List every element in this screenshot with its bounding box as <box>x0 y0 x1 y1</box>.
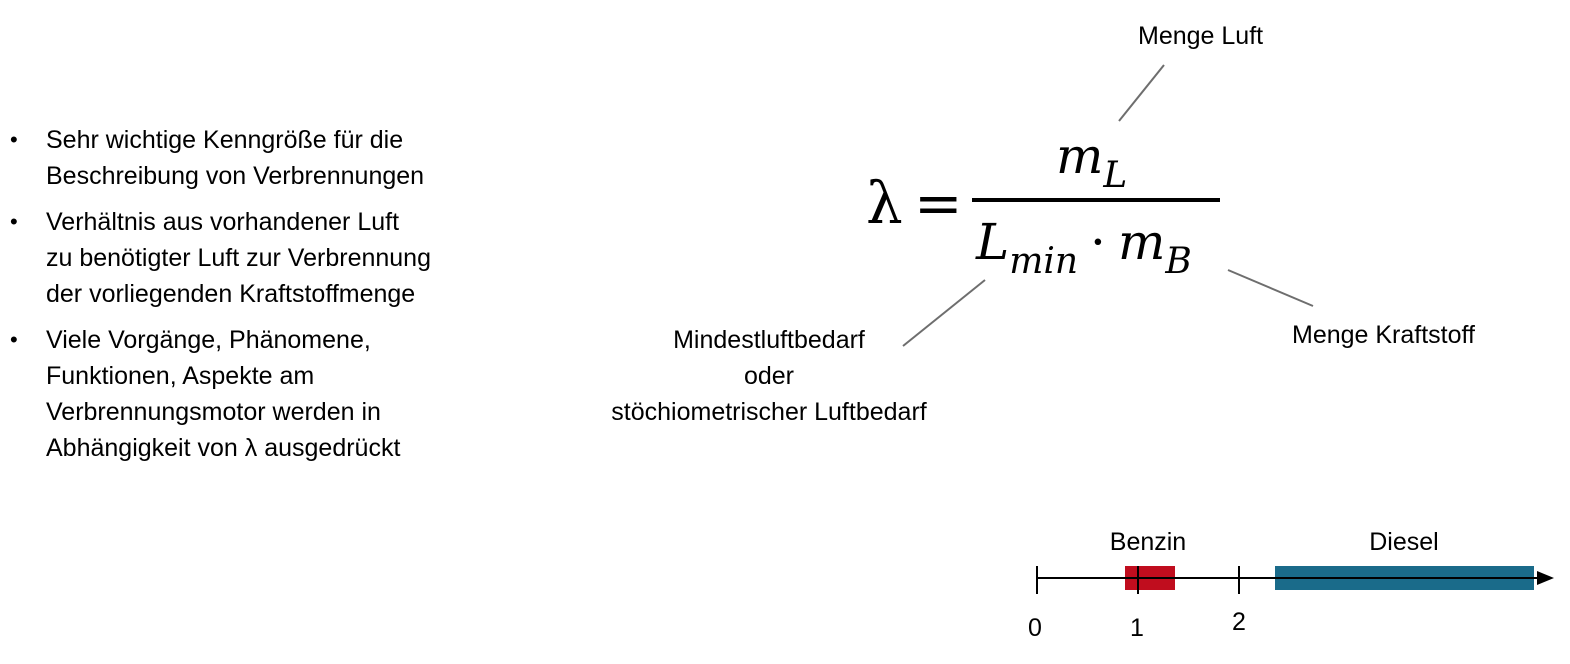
fuel-mass-connector <box>1227 269 1314 307</box>
bullet-text-line: Funktionen, Aspekte am <box>46 362 315 390</box>
tick-label-2: 2 <box>1232 608 1246 636</box>
bullet-list: • Sehr wichtige Kenngröße für die Beschr… <box>10 122 550 476</box>
min-air-line: stöchiometrischer Luftbedarf <box>611 398 927 426</box>
bullet-text-line: Viele Vorgänge, Phänomene, <box>46 326 371 354</box>
min-air-line: Mindestluftbedarf <box>673 326 865 354</box>
numerator-base: m <box>1056 127 1104 185</box>
bullet-item: • Sehr wichtige Kenngröße für die Beschr… <box>10 122 550 194</box>
denominator-second-base: m <box>1117 213 1166 271</box>
bullet-text-line: Sehr wichtige Kenngröße für die <box>46 126 404 154</box>
formula-lambda: λ <box>866 169 903 237</box>
lambda-axis-arrowhead <box>1537 571 1554 585</box>
bullet-text-line: Verhältnis aus vorhandener Luft <box>46 208 400 236</box>
bullet-marker: • <box>10 327 18 352</box>
min-air-line: oder <box>743 362 795 390</box>
bullet-marker: • <box>10 209 18 234</box>
formula-denominator: Lmin ·mB <box>976 212 1192 282</box>
bullet-text-line: zu benötigter Luft zur Verbrennung <box>46 244 431 272</box>
fraction-bar <box>972 198 1220 202</box>
tick-label-0: 0 <box>1028 614 1042 642</box>
denominator-first-base: L <box>976 213 1010 271</box>
benzin-label: Benzin <box>1109 528 1187 556</box>
min-air-label: Mindestluftbedarf oder stöchiometrischer… <box>569 322 969 430</box>
lambda-formula: λ = mL Lmin·mB <box>858 122 1230 282</box>
denominator-second-subscript: B <box>1165 241 1192 282</box>
bullet-text-line: Beschreibung von Verbrennungen <box>46 162 425 190</box>
bullet-item: • Verhältnis aus vorhandener Luft zu ben… <box>10 204 550 312</box>
formula-numerator: mL <box>1056 126 1127 196</box>
bullet-marker: • <box>10 127 18 152</box>
diesel-label: Diesel <box>1369 528 1439 556</box>
bullet-text-line: Abhängigkeit von λ ausgedrückt <box>46 434 401 462</box>
formula-equals: = <box>914 169 963 237</box>
denominator-first-subscript: min <box>1009 241 1079 282</box>
formula-dot: · <box>1090 213 1106 271</box>
air-mass-connector <box>1118 64 1165 122</box>
bullet-text-line: Verbrennungsmotor werden in <box>46 398 381 426</box>
air-mass-label: Menge Luft <box>1138 22 1264 50</box>
numerator-subscript: L <box>1103 155 1128 196</box>
min-air-connector <box>902 279 986 347</box>
bullet-item: • Viele Vorgänge, Phänomene, Funktionen,… <box>10 322 550 466</box>
fuel-mass-label: Menge Kraftstoff <box>1292 321 1475 349</box>
tick-label-1: 1 <box>1130 614 1144 642</box>
bullet-text-line: der vorliegenden Kraftstoffmenge <box>46 280 416 308</box>
